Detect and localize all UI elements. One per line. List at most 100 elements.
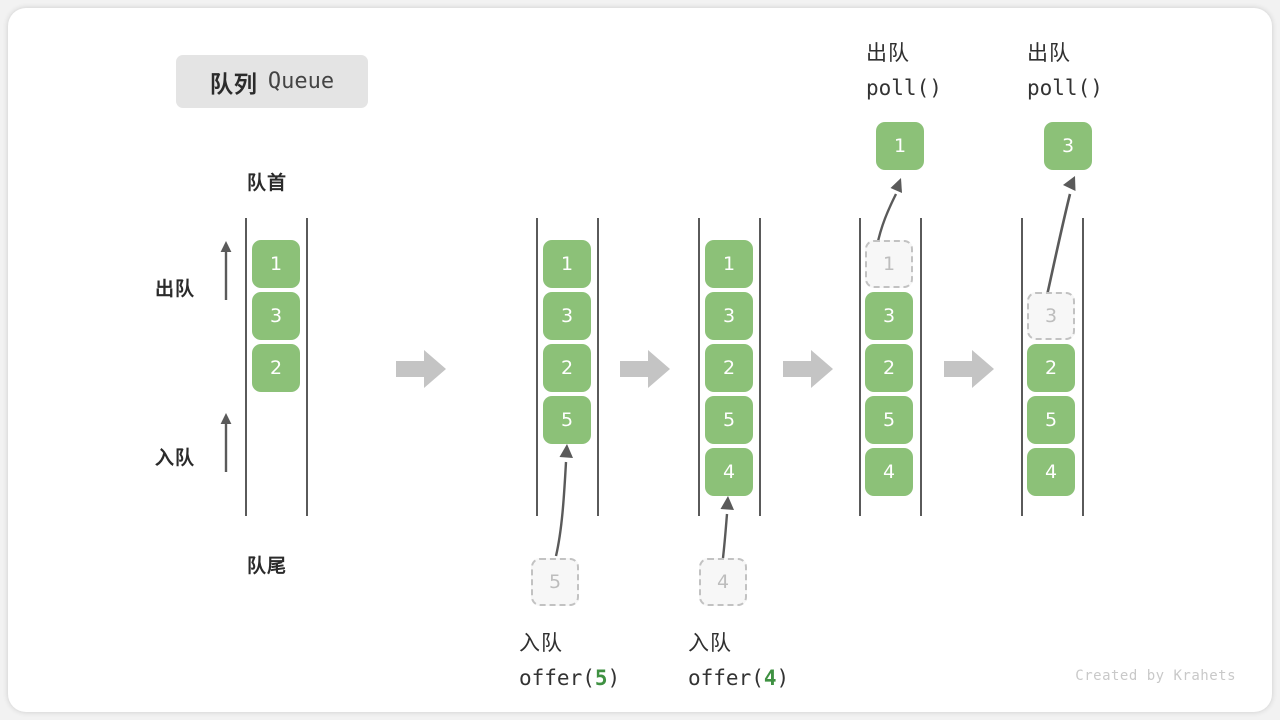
stage5-element-1: 2 [1027,344,1075,392]
stage3-rail-left [698,218,700,516]
dequeue-label: 出队 [155,279,196,300]
stage2-caption-code: offer(5) [519,661,620,696]
stage4-rail-left [859,218,861,516]
title-english: Queue [267,69,335,94]
stage5-outgoing-element: 3 [1044,122,1092,170]
stage3-enqueue-motion-arrow [720,496,734,559]
element-value: 3 [722,304,736,327]
stage2-element-0: 1 [543,240,591,288]
element-value: 4 [1044,460,1058,483]
stage3-caption-code: offer(4) [688,661,789,696]
code-prefix: offer( [519,666,595,690]
title-chinese: 队列 [209,70,258,97]
element-value: 4 [722,460,736,483]
stage5-caption: 出队 poll() [1027,36,1103,106]
stage5-caption-code: poll() [1027,71,1103,106]
stage3-element-1: 3 [705,292,753,340]
flow-arrow-2 [620,350,670,388]
element-value: 4 [882,460,896,483]
stage5-dequeue-motion-arrow [1044,176,1076,301]
stage4-caption-cn: 出队 [866,42,910,65]
element-value: 1 [882,252,896,275]
code-suffix: ) [929,76,942,100]
element-value: 1 [269,252,283,275]
stage5-element-3: 4 [1027,448,1075,496]
stage4-dequeue-motion-arrow [875,178,902,247]
stage2-rail-right [597,218,599,516]
element-value: 3 [1061,134,1075,157]
stage2-rail-left [536,218,538,516]
stage3-incoming-ghost: 4 [699,558,747,606]
code-suffix: ) [607,666,621,690]
element-value: 2 [722,356,736,379]
stage3-rail-right [759,218,761,516]
element-value: 1 [722,252,736,275]
stage2-element-2: 2 [543,344,591,392]
stage3-element-0: 1 [705,240,753,288]
code-prefix: offer( [688,666,764,690]
stage3-caption-cn: 入队 [688,632,732,655]
stage1-rail-left [245,218,247,516]
stage5-element-0-ghost: 3 [1027,292,1075,340]
flow-arrow-3 [783,350,833,388]
stage2-element-3: 5 [543,396,591,444]
dequeue-direction-arrow [220,241,232,300]
element-value: 2 [269,356,283,379]
flow-arrow-4 [944,350,994,388]
stage5-rail-right [1082,218,1084,516]
watermark-credit: Created by Krahets [1075,668,1236,684]
stage2-enqueue-motion-arrow [554,444,573,557]
stage1-rail-right [306,218,308,516]
stage4-outgoing-element: 1 [876,122,924,170]
code-prefix: poll( [866,76,930,100]
element-value: 4 [716,570,730,593]
stage5-rail-left [1021,218,1023,516]
element-value: 5 [548,570,562,593]
code-prefix: poll( [1027,76,1091,100]
stage1-element-2: 2 [252,344,300,392]
code-value: 4 [763,666,777,690]
stage4-caption-code: poll() [866,71,942,106]
code-value: 5 [594,666,608,690]
stage2-caption-cn: 入队 [519,632,563,655]
enqueue-direction-arrow [220,413,232,472]
element-value: 2 [560,356,574,379]
stage5-caption-cn: 出队 [1027,42,1071,65]
stage3-caption: 入队 offer(4) [688,626,789,696]
stage4-element-2: 2 [865,344,913,392]
element-value: 5 [722,408,736,431]
element-value: 1 [893,134,907,157]
title-badge: 队列 Queue [176,55,368,108]
element-value: 5 [560,408,574,431]
stage3-element-2: 2 [705,344,753,392]
stage4-rail-right [920,218,922,516]
element-value: 3 [1044,304,1058,327]
stage2-element-1: 3 [543,292,591,340]
stage1-element-1: 3 [252,292,300,340]
stage1-element-0: 1 [252,240,300,288]
element-value: 2 [1044,356,1058,379]
stage4-element-0-ghost: 1 [865,240,913,288]
stage5-element-2: 5 [1027,396,1075,444]
element-value: 5 [1044,408,1058,431]
stage3-element-3: 5 [705,396,753,444]
enqueue-label: 入队 [155,448,196,469]
element-value: 3 [269,304,283,327]
stage2-incoming-ghost: 5 [531,558,579,606]
stage2-caption: 入队 offer(5) [519,626,620,696]
element-value: 3 [882,304,896,327]
element-value: 2 [882,356,896,379]
stage3-element-4: 4 [705,448,753,496]
flow-arrow-1 [396,350,446,388]
stage4-element-1: 3 [865,292,913,340]
tail-label: 队尾 [247,556,288,577]
stage4-element-4: 4 [865,448,913,496]
element-value: 3 [560,304,574,327]
code-suffix: ) [1090,76,1103,100]
stage4-caption: 出队 poll() [866,36,942,106]
element-value: 1 [560,252,574,275]
diagram-frame: 队列 Queue 队首 队尾 出队 入队 1 3 2 [8,8,1272,712]
code-suffix: ) [776,666,790,690]
element-value: 5 [882,408,896,431]
